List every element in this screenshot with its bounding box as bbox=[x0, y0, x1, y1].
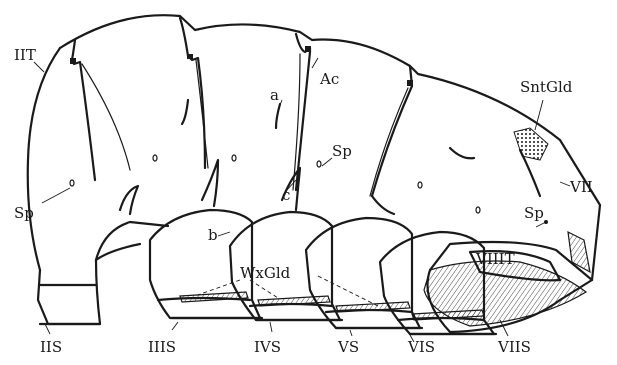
sternite-bottom-edges bbox=[40, 318, 496, 334]
label-sntgld: SntGld bbox=[520, 78, 573, 96]
label-ivs: IVS bbox=[254, 338, 281, 356]
label-sp-right: Sp bbox=[524, 204, 544, 222]
label-iiis: IIIS bbox=[148, 338, 176, 356]
label-sp-left: Sp bbox=[14, 204, 34, 222]
terminal-segments bbox=[424, 128, 592, 332]
label-iis: IIS bbox=[40, 338, 62, 356]
label-viiit: VIIIT bbox=[475, 250, 515, 268]
label-vii: VII bbox=[569, 178, 593, 196]
label-viis: VIIS bbox=[497, 338, 531, 356]
label-wxgld: WxGld bbox=[240, 264, 291, 282]
label-c: c bbox=[282, 186, 290, 204]
label-a: a bbox=[270, 86, 279, 104]
label-iit: IIT bbox=[14, 46, 36, 64]
label-vis: VIS bbox=[407, 338, 435, 356]
label-vs: VS bbox=[337, 338, 359, 356]
label-sp-middle: Sp bbox=[332, 142, 352, 160]
apodemes bbox=[120, 100, 540, 214]
label-b: b bbox=[208, 226, 218, 244]
label-ac: Ac bbox=[319, 70, 339, 88]
